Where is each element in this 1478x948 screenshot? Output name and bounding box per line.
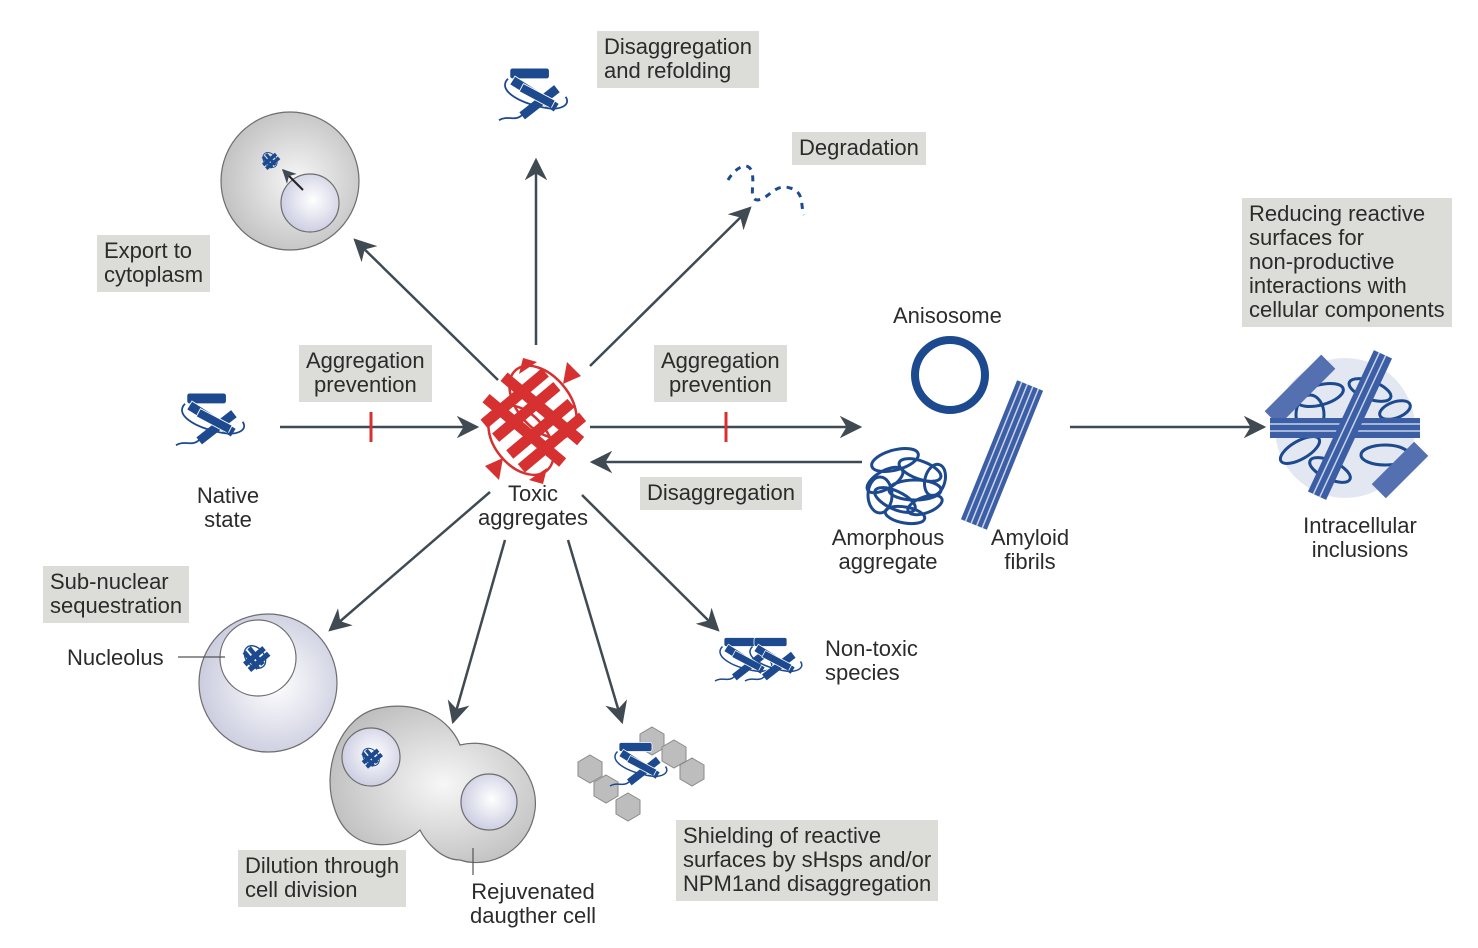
disaggregation-label: Disaggregation [640,477,802,510]
amyloid-fibrils-label: Amyloid fibrils [982,526,1078,574]
subnuclear-cell [178,613,338,753]
rejuvenated-daughter-cell-label: Rejuvenated daugther cell [458,880,608,928]
label-line: Aggregation [661,348,780,373]
label-line: Degradation [799,135,919,160]
arrow-degradation [589,206,752,367]
subnuclear-sequestration-label: Sub-nuclear sequestration [43,566,190,623]
label-line: inclusions [1311,537,1409,562]
export-to-cytoplasm-label: Export to cytoplasm [97,235,211,292]
label-line: Non-toxic [825,636,918,661]
label-line: Aggregation [306,348,425,373]
shielding-label: Shielding of reactive surfaces by sHsps … [676,820,939,901]
refolded-protein-icon [498,67,569,122]
label-line: Toxic [507,481,559,506]
arrow-shielding [566,539,628,725]
label-line: Disaggregation [604,34,752,59]
label-line: Amyloid [990,525,1070,550]
label-line: Shielding of reactive [683,823,882,848]
label-line: non-productive [1249,249,1395,274]
nontoxic-species-icon [714,636,803,682]
label-line: daugther cell [470,903,596,928]
anisosome-icon [911,336,989,414]
label-line: Sub-nuclear [50,569,169,594]
anisosome-label: Anisosome [893,303,1002,328]
native-protein-icon [175,392,246,447]
label-line: Export to [104,238,193,263]
intracellular-inclusion-icon [1264,350,1429,500]
toxic-aggregate-icon [480,358,587,484]
amyloid-fibril-icon [960,380,1044,530]
label-line: surfaces by sHsps and/or [683,847,932,872]
aggregation-prevention-left-label: Aggregation prevention [299,345,432,402]
label-line: aggregate [838,549,938,574]
label-line: and refolding [604,58,732,83]
degraded-peptide-icon [726,164,806,216]
label-line: Amorphous [831,525,945,550]
intracellular-inclusions-label: Intracellular inclusions [1290,514,1430,562]
label-line: cell division [245,877,358,902]
dilution-cell-division-label: Dilution through cell division [238,850,407,907]
label-line: aggregates [477,505,589,530]
arrow-export [353,238,499,381]
aggregation-prevention-right-label: Aggregation prevention [654,345,787,402]
label-line: species [825,660,900,685]
label-line: Reducing reactive [1249,201,1426,226]
label-line: state [204,507,252,532]
label-line: interactions with [1249,273,1407,298]
label-line: cellular components [1249,297,1445,322]
amorphous-aggregate-label: Amorphous aggregate [822,526,954,574]
label-line: surfaces for [1249,225,1364,250]
degradation-label: Degradation [792,132,926,165]
label-line: Intracellular [1303,513,1417,538]
label-line: Disaggregation [647,480,795,505]
label-line: Native [196,483,260,508]
label-line: Rejuvenated [471,879,595,904]
nontoxic-species-label: Non-toxic species [825,637,918,685]
label-line: prevention [313,372,417,397]
label-line: prevention [668,372,772,397]
arrow-dilution [447,539,507,725]
shielded-aggregate-icon [577,726,705,822]
reducing-reactive-surfaces-label: Reducing reactive surfaces for non-produ… [1242,198,1452,327]
label-line: fibrils [1004,549,1056,574]
label-line: Dilution through [245,853,400,878]
export-cell [220,111,360,251]
arrow-nontoxic [581,494,720,632]
label-line: sequestration [50,593,183,618]
label-line: cytoplasm [104,262,204,287]
nucleolus-label: Nucleolus [67,645,164,670]
dividing-cell [329,705,536,875]
native-state-label: Native state [180,484,276,532]
arrow-subnuclear [328,491,491,632]
toxic-aggregates-label: Toxic aggregates [466,482,600,530]
disaggregation-refolding-label: Disaggregation and refolding [597,31,759,88]
label-line: NPM1and disaggregation [683,871,932,896]
amorphous-aggregate-icon [865,447,948,526]
